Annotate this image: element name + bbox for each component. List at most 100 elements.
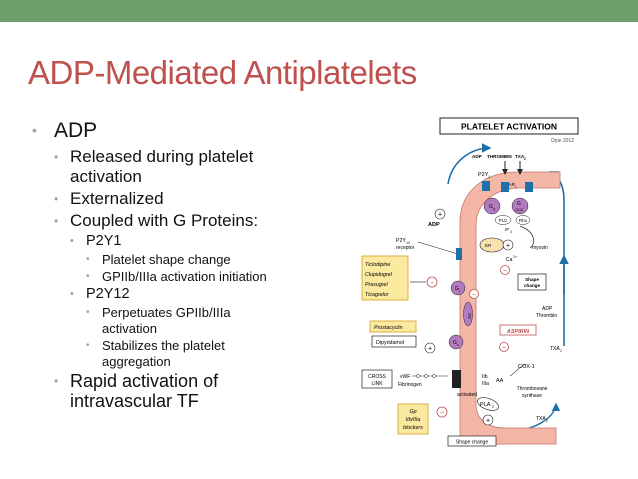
plus-glyph: + (486, 418, 490, 425)
p2y1-label: P2Y (478, 172, 489, 178)
gs-label: G (453, 340, 457, 346)
cross-link-box (361, 369, 393, 389)
rho-oval (515, 215, 531, 225)
minus-glyph: − (440, 410, 444, 417)
par1-receptor (501, 182, 509, 192)
er-label: ER (485, 243, 492, 248)
bullet-dot: • (32, 122, 37, 138)
bullet-shape-change: • Platelet shape change (86, 252, 231, 267)
g1213-sub: 12/13 (515, 208, 523, 212)
gi-minus-sign (469, 289, 479, 299)
ip3-label: IP (505, 227, 509, 232)
bullet-adp: • ADP (32, 119, 98, 142)
credit-text: Opie 2012 (551, 138, 574, 144)
prostacyclin-box (369, 320, 417, 333)
plc-label: PLC (499, 218, 509, 223)
bullet-list: • ADP • Released during platelet activat… (32, 118, 352, 413)
agonist-adp: ADP (472, 154, 482, 159)
gi-label: G (455, 286, 459, 292)
agonist-thrombin: THROMBIN (487, 154, 512, 159)
ca-minus-sign (500, 265, 510, 275)
minus-glyph: − (430, 280, 434, 287)
bullet-perpetuates: • Perpetuates GPIIb/IIIa activation (86, 305, 231, 336)
bullet-dot: • (86, 307, 90, 318)
thrombin-right-label: Thrombin (536, 313, 557, 319)
platelet-diagram-svg: PLATELET ACTIVATION Opie 2012 ADP THROMB… (361, 117, 579, 447)
slide-title: ADP-Mediated Antiplatelets (28, 54, 417, 91)
thienopyridine-box (361, 255, 409, 301)
gp-iib-iiia-receptor (452, 370, 461, 388)
minus-glyph: − (472, 292, 476, 299)
shape-change-line2: change (524, 283, 541, 288)
bullet-released: • Released during platelet activation (54, 147, 254, 186)
platelet-activation-figure: PLATELET ACTIVATION Opie 2012 ADP THROMB… (360, 114, 580, 450)
prostacyclin-label: Prostacyclin (374, 325, 403, 331)
ip3-sub: 3 (510, 230, 512, 234)
txa2-right-sub: 2 (560, 349, 562, 353)
bullet-dot: • (54, 192, 59, 206)
header-box (439, 117, 579, 135)
loop-arrow-top (447, 143, 492, 185)
bullet-dot: • (54, 214, 59, 228)
top-accent-bar (0, 0, 638, 22)
aspirin-minus-sign (499, 342, 509, 352)
drug-ticagrelor: Ticagrelor (365, 292, 389, 298)
thieno-minus-sign (426, 276, 438, 288)
aspirin-box (499, 324, 537, 336)
drug-ticlodipine: Ticlodipine (365, 262, 390, 268)
shape-change-bottom-label: Shape change (456, 440, 488, 446)
ac-label: AC (467, 312, 472, 319)
txa2-right-label: TXA (550, 346, 560, 352)
tp-receptor (525, 182, 533, 192)
adp-membrane-label: ADP (428, 222, 440, 228)
gs-sub: s (457, 343, 459, 347)
txa2-bottom-label: TXA (536, 416, 546, 422)
pla2-sub: 2 (492, 405, 494, 409)
bullet-p2y12: • P2Y12 (70, 286, 130, 302)
aspirin-label: ASPIRIN (506, 329, 530, 335)
bullet-dot: • (86, 340, 90, 351)
plus-glyph: + (428, 346, 432, 353)
gp-blockers-line2: IIb/IIIa (406, 417, 421, 423)
txa2-bottom-sub: 2 (546, 419, 548, 423)
pla2-oval (477, 397, 499, 411)
cross-link-line2: LINK (371, 381, 383, 387)
drug-clopidogrel: Clopidogrel (365, 272, 393, 278)
par1-label: PAR (506, 182, 516, 187)
er-organelle (479, 237, 505, 253)
cross-link-line1: CROSS (368, 374, 386, 380)
p2y12-receptor-word: receptor (396, 245, 415, 251)
gp-blockers-line3: blockers (403, 425, 423, 431)
rho-myosin-arrow (519, 225, 535, 249)
p2y12-receptor-shape (456, 248, 462, 260)
header-text: PLATELET ACTIVATION (461, 122, 557, 132)
ca-label: Ca (506, 257, 513, 263)
dipyridamol-plus-sign (424, 342, 436, 354)
pla2-label: PLA (480, 402, 491, 408)
par1-sub: 1 (515, 185, 517, 189)
pla2-plus-sign (482, 414, 494, 426)
bullet-externalized: • Externalized (54, 189, 164, 208)
ca-sup: 2+ (513, 255, 517, 259)
drug-prasugrel: Prasugrel (365, 282, 388, 288)
bullet-dot: • (86, 254, 90, 265)
loop-arrow-right (548, 171, 565, 346)
gq-label: G (489, 204, 493, 210)
platelet-membrane (459, 171, 561, 447)
ac-enzyme (463, 301, 473, 327)
activated-label: activated (457, 392, 477, 398)
p2y12-sub: 12 (406, 241, 410, 245)
thromboxane-line1: Thromboxane (517, 386, 548, 392)
aa-label: AA (496, 378, 504, 384)
bullet-dot: • (70, 235, 74, 247)
cox1-label: COX-1 (518, 364, 535, 370)
bullet-rapid: • Rapid activation of intravascular TF (54, 371, 219, 411)
minus-glyph: − (502, 345, 506, 352)
adp-right-label: ADP (542, 306, 553, 312)
plc-oval (494, 215, 512, 225)
p2y12-label: P2Y (396, 238, 406, 244)
shape-change-box (517, 273, 547, 291)
p2y1-sub: 1 (488, 175, 490, 179)
connector-node (424, 374, 428, 378)
p2y12-pointer (417, 241, 459, 255)
